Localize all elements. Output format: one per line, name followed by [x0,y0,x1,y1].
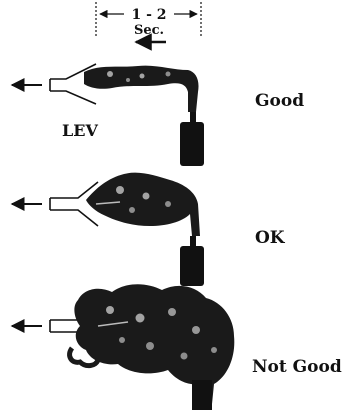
row-ok: OK [12,173,286,286]
timing-value: 1 - 2 [131,7,166,23]
timing-indicator: 1 - 2 Sec. [96,2,201,42]
rating-label: OK [255,228,286,248]
row-not-good: Not Good [12,284,342,410]
lev-label: LEV [62,121,98,140]
row-good: Good [12,64,304,166]
rating-label: Not Good [252,357,342,377]
smoke-tube [180,236,204,286]
smoke-tube [192,380,212,410]
smoke-tube [180,112,204,166]
timing-unit: Sec. [134,23,164,38]
smoke-plume [84,66,199,112]
smoke-plume [86,173,200,236]
rating-label: Good [255,91,304,111]
